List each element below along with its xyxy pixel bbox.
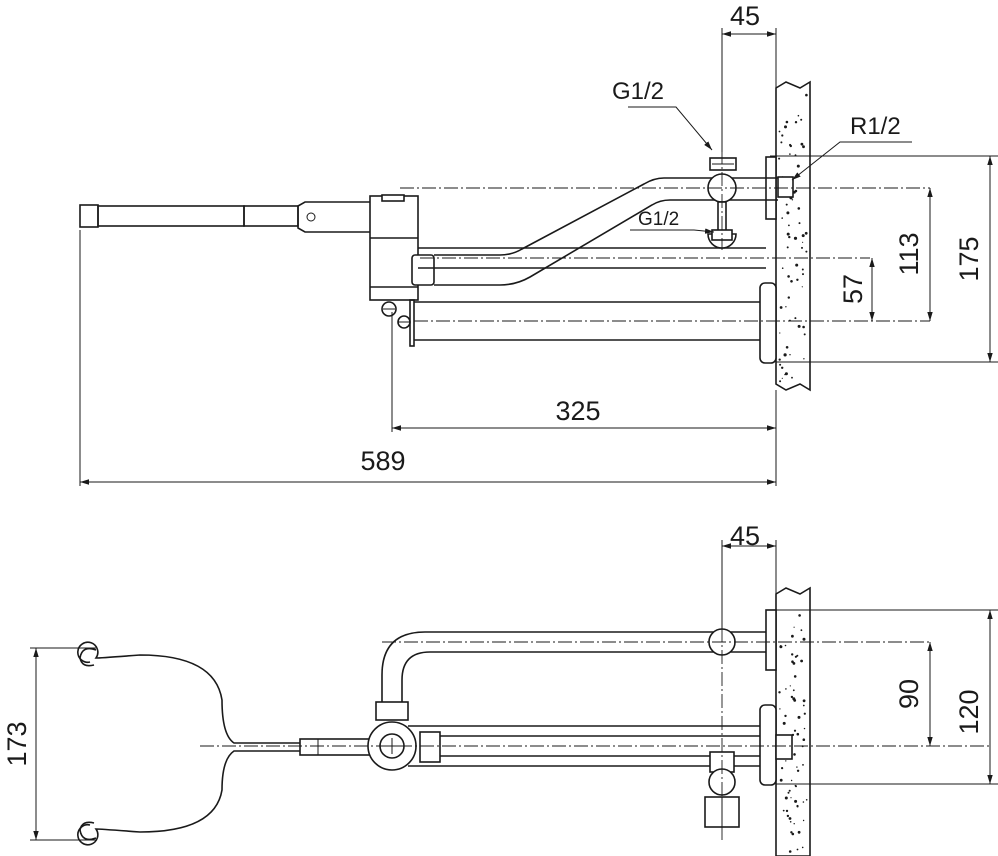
dim-57: 57 xyxy=(838,274,868,304)
pipes-side xyxy=(381,631,766,767)
handle-side xyxy=(77,641,373,846)
label-inlet-g12: G1/2 xyxy=(612,78,664,105)
wall-connector-r12 xyxy=(777,176,794,198)
dim-325: 325 xyxy=(555,396,600,426)
handle-top xyxy=(79,201,373,233)
pipes-top xyxy=(414,177,778,341)
dim-173: 173 xyxy=(2,721,32,766)
dim-45-side: 45 xyxy=(730,521,760,551)
label-wall-r12: R1/2 xyxy=(850,113,901,140)
dim-45-top: 45 xyxy=(730,1,760,31)
wall-plate-lower xyxy=(759,282,777,364)
dim-175: 175 xyxy=(954,236,984,281)
mixer-body-top xyxy=(369,194,435,347)
dim-120: 120 xyxy=(954,689,984,734)
mixer-body-side xyxy=(367,701,441,771)
wall-side xyxy=(775,586,811,856)
wall-plate-lower-side xyxy=(759,704,777,786)
dim-90: 90 xyxy=(894,679,924,709)
side-view: 45 90 120 173 xyxy=(2,521,998,856)
dim-589: 589 xyxy=(360,446,405,476)
wall-plate-upper-side xyxy=(765,609,777,671)
label-outlet-g12: G1/2 xyxy=(638,209,679,230)
wall-connector-side xyxy=(775,734,793,760)
top-view: 45 325 589 57 113 175 G1/2 G1/2 R1/2 xyxy=(79,1,998,486)
dim-113: 113 xyxy=(894,232,924,275)
wall-top xyxy=(775,80,811,392)
